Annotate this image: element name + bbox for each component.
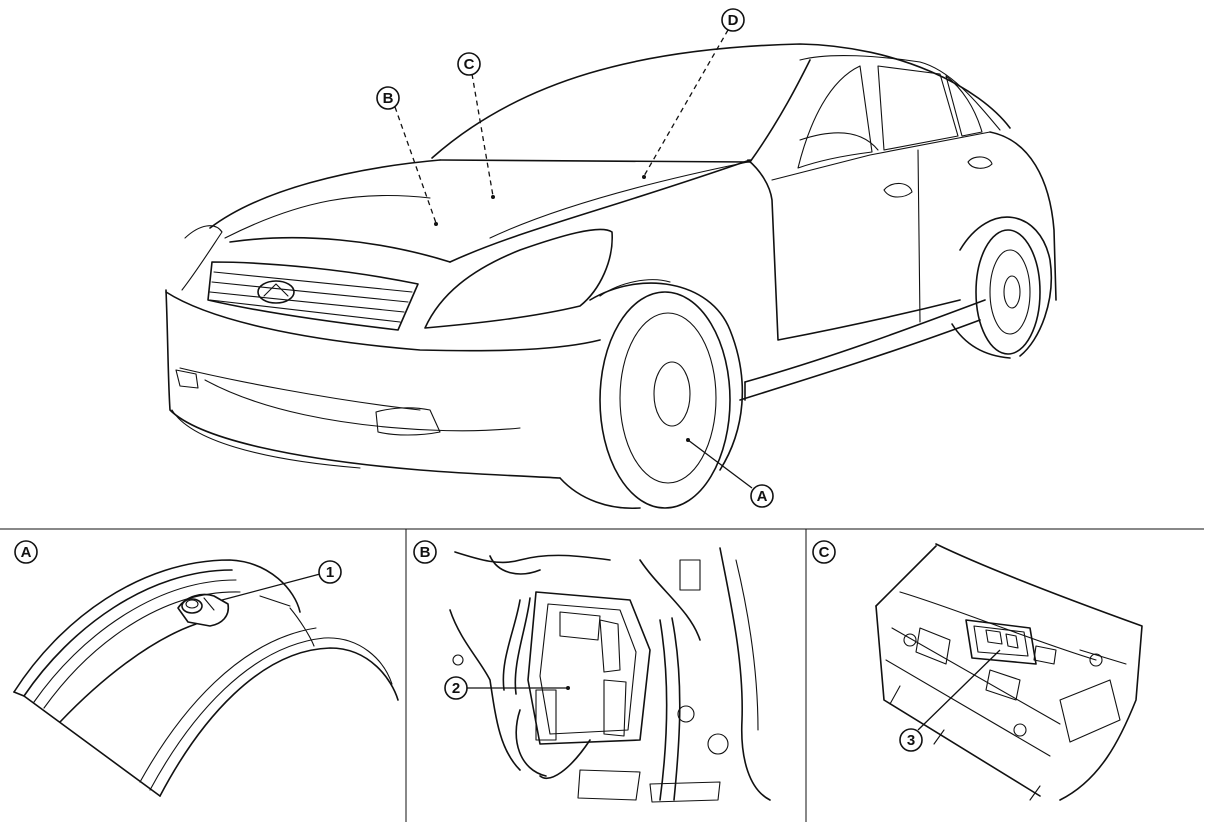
infiniti-emblem-icon bbox=[257, 280, 295, 304]
instrument-panel-bracket bbox=[875, 543, 1143, 801]
callout-label-c: C bbox=[464, 56, 475, 73]
panel-c-label: C bbox=[819, 544, 830, 561]
callout-label-2: 2 bbox=[452, 680, 460, 697]
control-module bbox=[965, 619, 1057, 665]
rear-wheel bbox=[951, 216, 1052, 359]
callout-c-main: C bbox=[457, 52, 495, 199]
callout-d-main: D bbox=[642, 8, 745, 179]
panel-c: C 3 bbox=[812, 540, 1143, 801]
under-dash-structure bbox=[449, 547, 771, 803]
callout-label-3: 3 bbox=[907, 732, 915, 749]
panel-b-label: B bbox=[420, 544, 431, 561]
callout-label-b: B bbox=[383, 90, 394, 107]
panel-a-label: A bbox=[21, 544, 32, 561]
callout-label-1: 1 bbox=[326, 564, 334, 581]
car-illustration bbox=[165, 43, 1057, 510]
panel-a: A 1 bbox=[13, 540, 399, 797]
front-wheel bbox=[559, 279, 744, 510]
callout-b-main: B bbox=[376, 86, 438, 226]
tire-pressure-sensor bbox=[177, 593, 230, 627]
callout-label-a: A bbox=[757, 488, 768, 505]
callout-a-main: A bbox=[686, 438, 774, 508]
wheel-rim-section bbox=[13, 559, 399, 797]
callout-label-d: D bbox=[728, 12, 739, 29]
panel-b: B 2 bbox=[413, 540, 771, 803]
